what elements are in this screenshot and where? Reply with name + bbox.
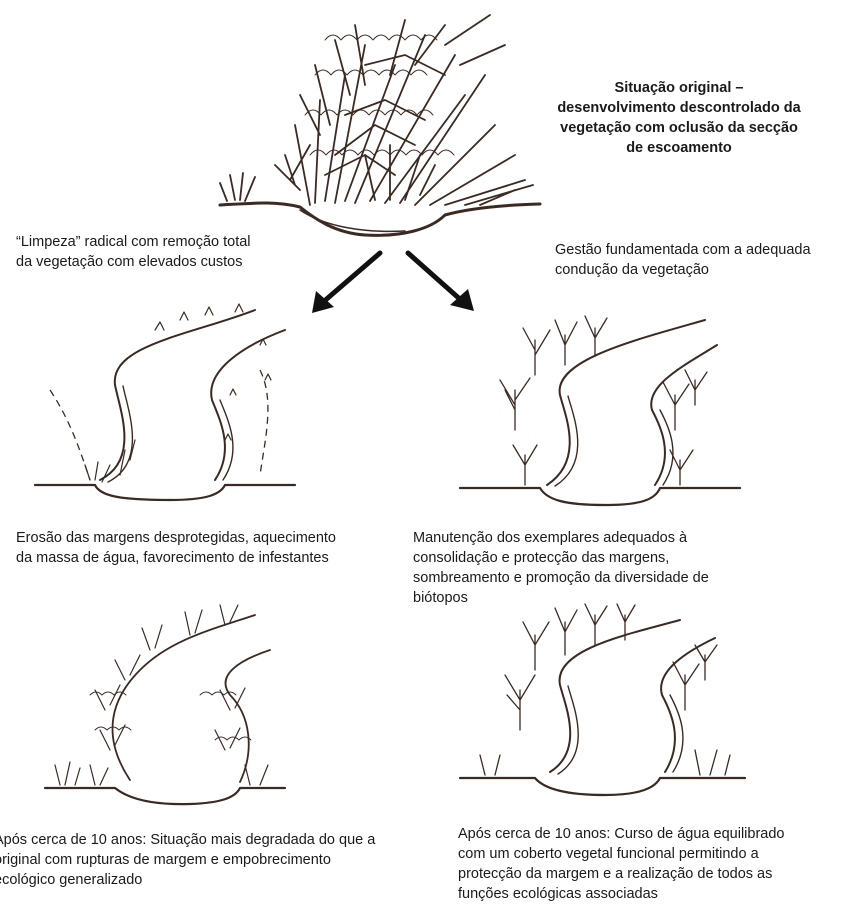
caption-radical-cleaning: “Limpeza” radical com remoção total da v… bbox=[16, 232, 251, 272]
sketch-eroded-banks bbox=[30, 300, 305, 510]
sketch-managed-banks bbox=[455, 310, 745, 510]
caption-balanced-after-10-years: Após cerca de 10 anos: Curso de água equ… bbox=[458, 824, 784, 904]
sketch-balanced-10-years bbox=[455, 600, 755, 800]
sketch-original-overgrown bbox=[215, 5, 545, 240]
sketch-degraded-10-years bbox=[40, 600, 290, 815]
caption-managed-approach: Gestão fundamentada com a adequada condu… bbox=[555, 240, 811, 280]
arrow-left-icon bbox=[312, 253, 380, 313]
balanced-trees bbox=[480, 604, 730, 775]
caption-maintenance: Manutenção dos exemplares adequados à co… bbox=[413, 528, 709, 608]
caption-degraded-after-10-years: Após cerca de 10 anos: Situação mais deg… bbox=[0, 830, 375, 890]
caption-erosion: Erosão das margens desprotegidas, aqueci… bbox=[16, 528, 336, 568]
arrow-right-icon bbox=[408, 253, 474, 311]
managed-trees bbox=[500, 316, 707, 485]
sparse-weeds bbox=[85, 304, 271, 482]
caption-original-situation: Situação original – desenvolvimento desc… bbox=[520, 78, 838, 158]
